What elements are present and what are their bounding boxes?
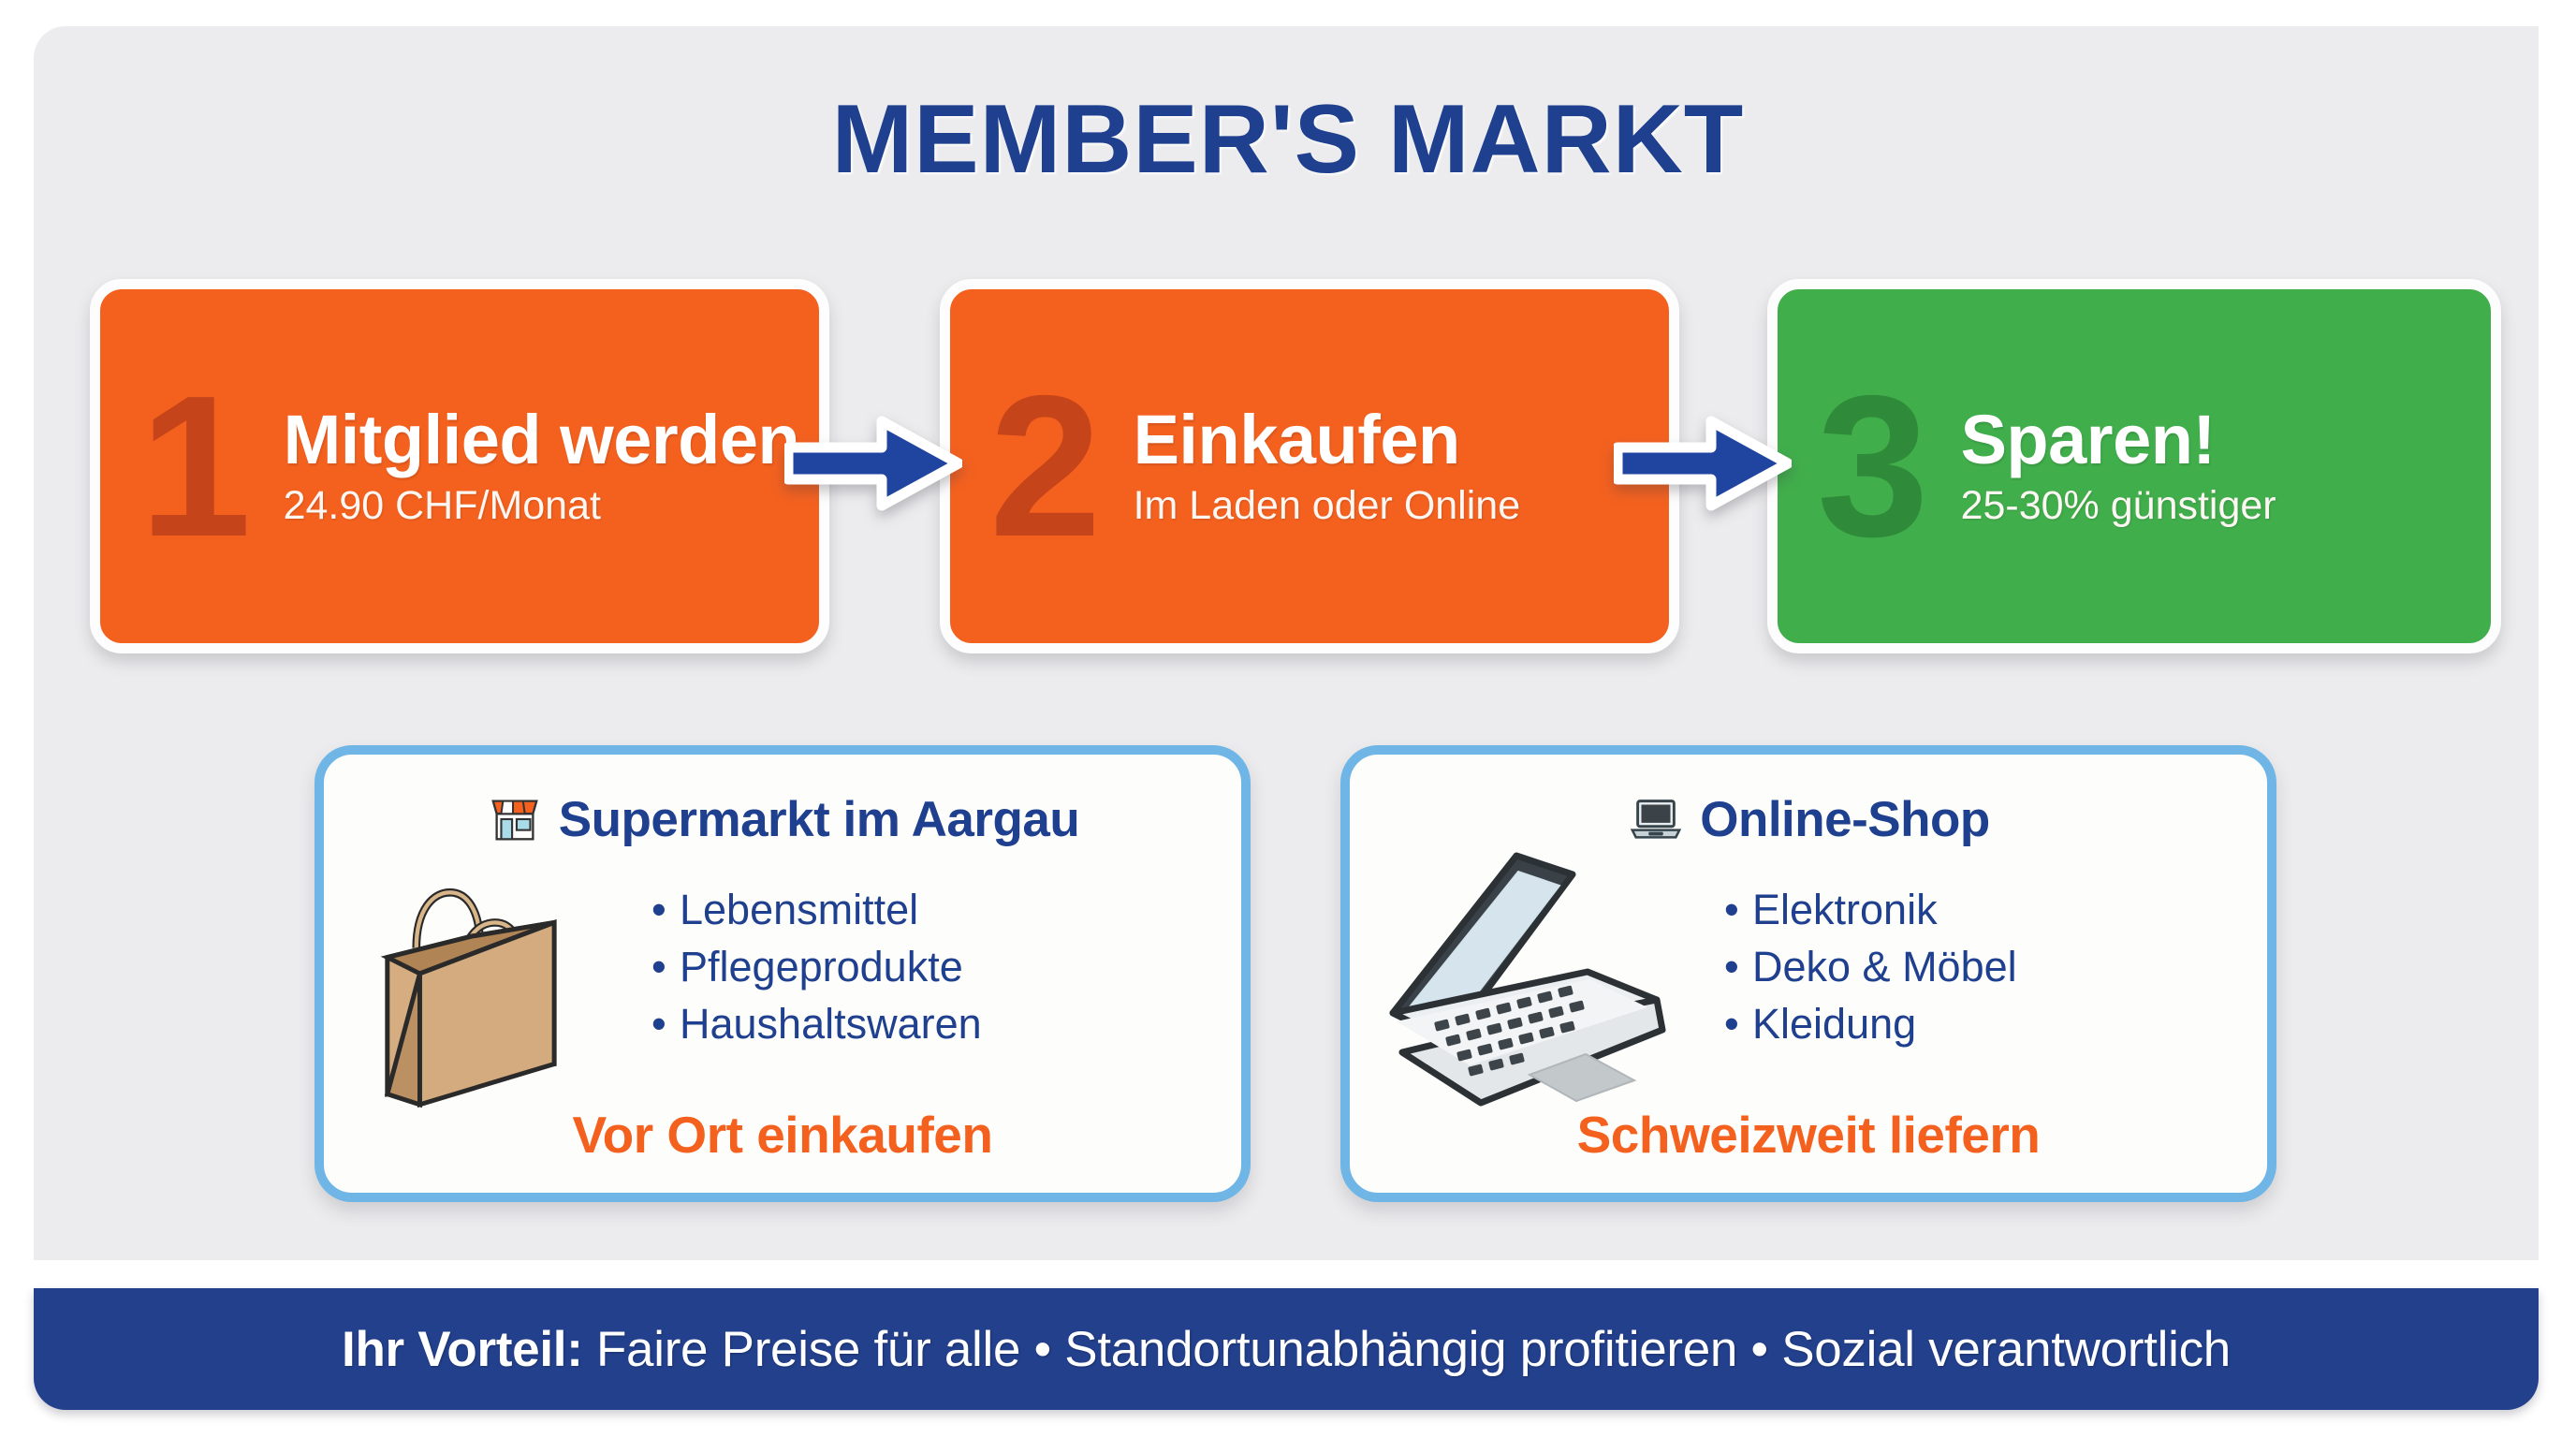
step-number-3: 3 (1817, 352, 1929, 579)
step-title-1: Mitglied werden (283, 401, 800, 479)
steps-row: 1 Mitglied werden 24.90 CHF/Monat 2 Eink… (0, 279, 2576, 672)
list-item: Deko & Möbel (1724, 939, 2017, 996)
step-title-3: Sparen! (1960, 401, 2217, 479)
storefront-icon (486, 790, 544, 848)
channel-bullets-supermarkt: Lebensmittel Pflegeprodukte Haushaltswar… (651, 882, 982, 1052)
step-title-2: Einkaufen (1133, 401, 1461, 479)
step-number-2: 2 (989, 352, 1102, 579)
footer-text: Ihr Vorteil: Faire Preise für alle • Sta… (342, 1321, 2231, 1378)
channel-heading-supermarkt: Supermarkt im Aargau (324, 790, 1241, 848)
step-subtitle-3: 25-30% günstiger (1960, 482, 2276, 528)
laptop-large-icon (1376, 829, 1676, 1138)
channel-cta-supermarkt[interactable]: Vor Ort einkaufen (572, 1106, 993, 1164)
step-card-1[interactable]: 1 Mitglied werden 24.90 CHF/Monat (90, 279, 829, 653)
laptop-icon (1627, 790, 1685, 848)
page-title: MEMBER'S MARKT (831, 85, 1745, 194)
step-number-1: 1 (139, 352, 252, 579)
list-item: Elektronik (1724, 882, 2017, 939)
footer-benefits: Faire Preise für alle • Standortunabhäng… (582, 1321, 2231, 1377)
channel-cta-onlineshop[interactable]: Schweizweit liefern (1576, 1106, 2041, 1164)
footer-bar: Ihr Vorteil: Faire Preise für alle • Sta… (34, 1288, 2539, 1410)
list-item: Pflegeprodukte (651, 939, 982, 996)
channel-heading-text-supermarkt: Supermarkt im Aargau (558, 791, 1080, 847)
list-item: Haushaltswaren (651, 996, 982, 1053)
footer-label: Ihr Vorteil: (342, 1321, 583, 1377)
step-subtitle-2: Im Laden oder Online (1133, 482, 1521, 528)
step-card-3[interactable]: 3 Sparen! 25-30% günstiger (1767, 279, 2501, 653)
shopping-bag-icon (344, 867, 588, 1110)
channel-card-supermarkt[interactable]: Supermarkt im Aargau Lebensmittel Pflege… (315, 745, 1251, 1202)
channel-heading-text-onlineshop: Online-Shop (1700, 791, 1990, 847)
channel-card-onlineshop[interactable]: Online-Shop (1340, 745, 2276, 1202)
list-item: Lebensmittel (651, 882, 982, 939)
channel-heading-onlineshop: Online-Shop (1350, 790, 2267, 848)
step-subtitle-1: 24.90 CHF/Monat (283, 482, 601, 528)
arrow-right-icon-2 (1614, 406, 1792, 521)
arrow-right-icon-1 (784, 406, 962, 521)
step-card-2[interactable]: 2 Einkaufen Im Laden oder Online (940, 279, 1679, 653)
channel-bullets-onlineshop: Elektronik Deko & Möbel Kleidung (1724, 882, 2017, 1052)
list-item: Kleidung (1724, 996, 2017, 1053)
